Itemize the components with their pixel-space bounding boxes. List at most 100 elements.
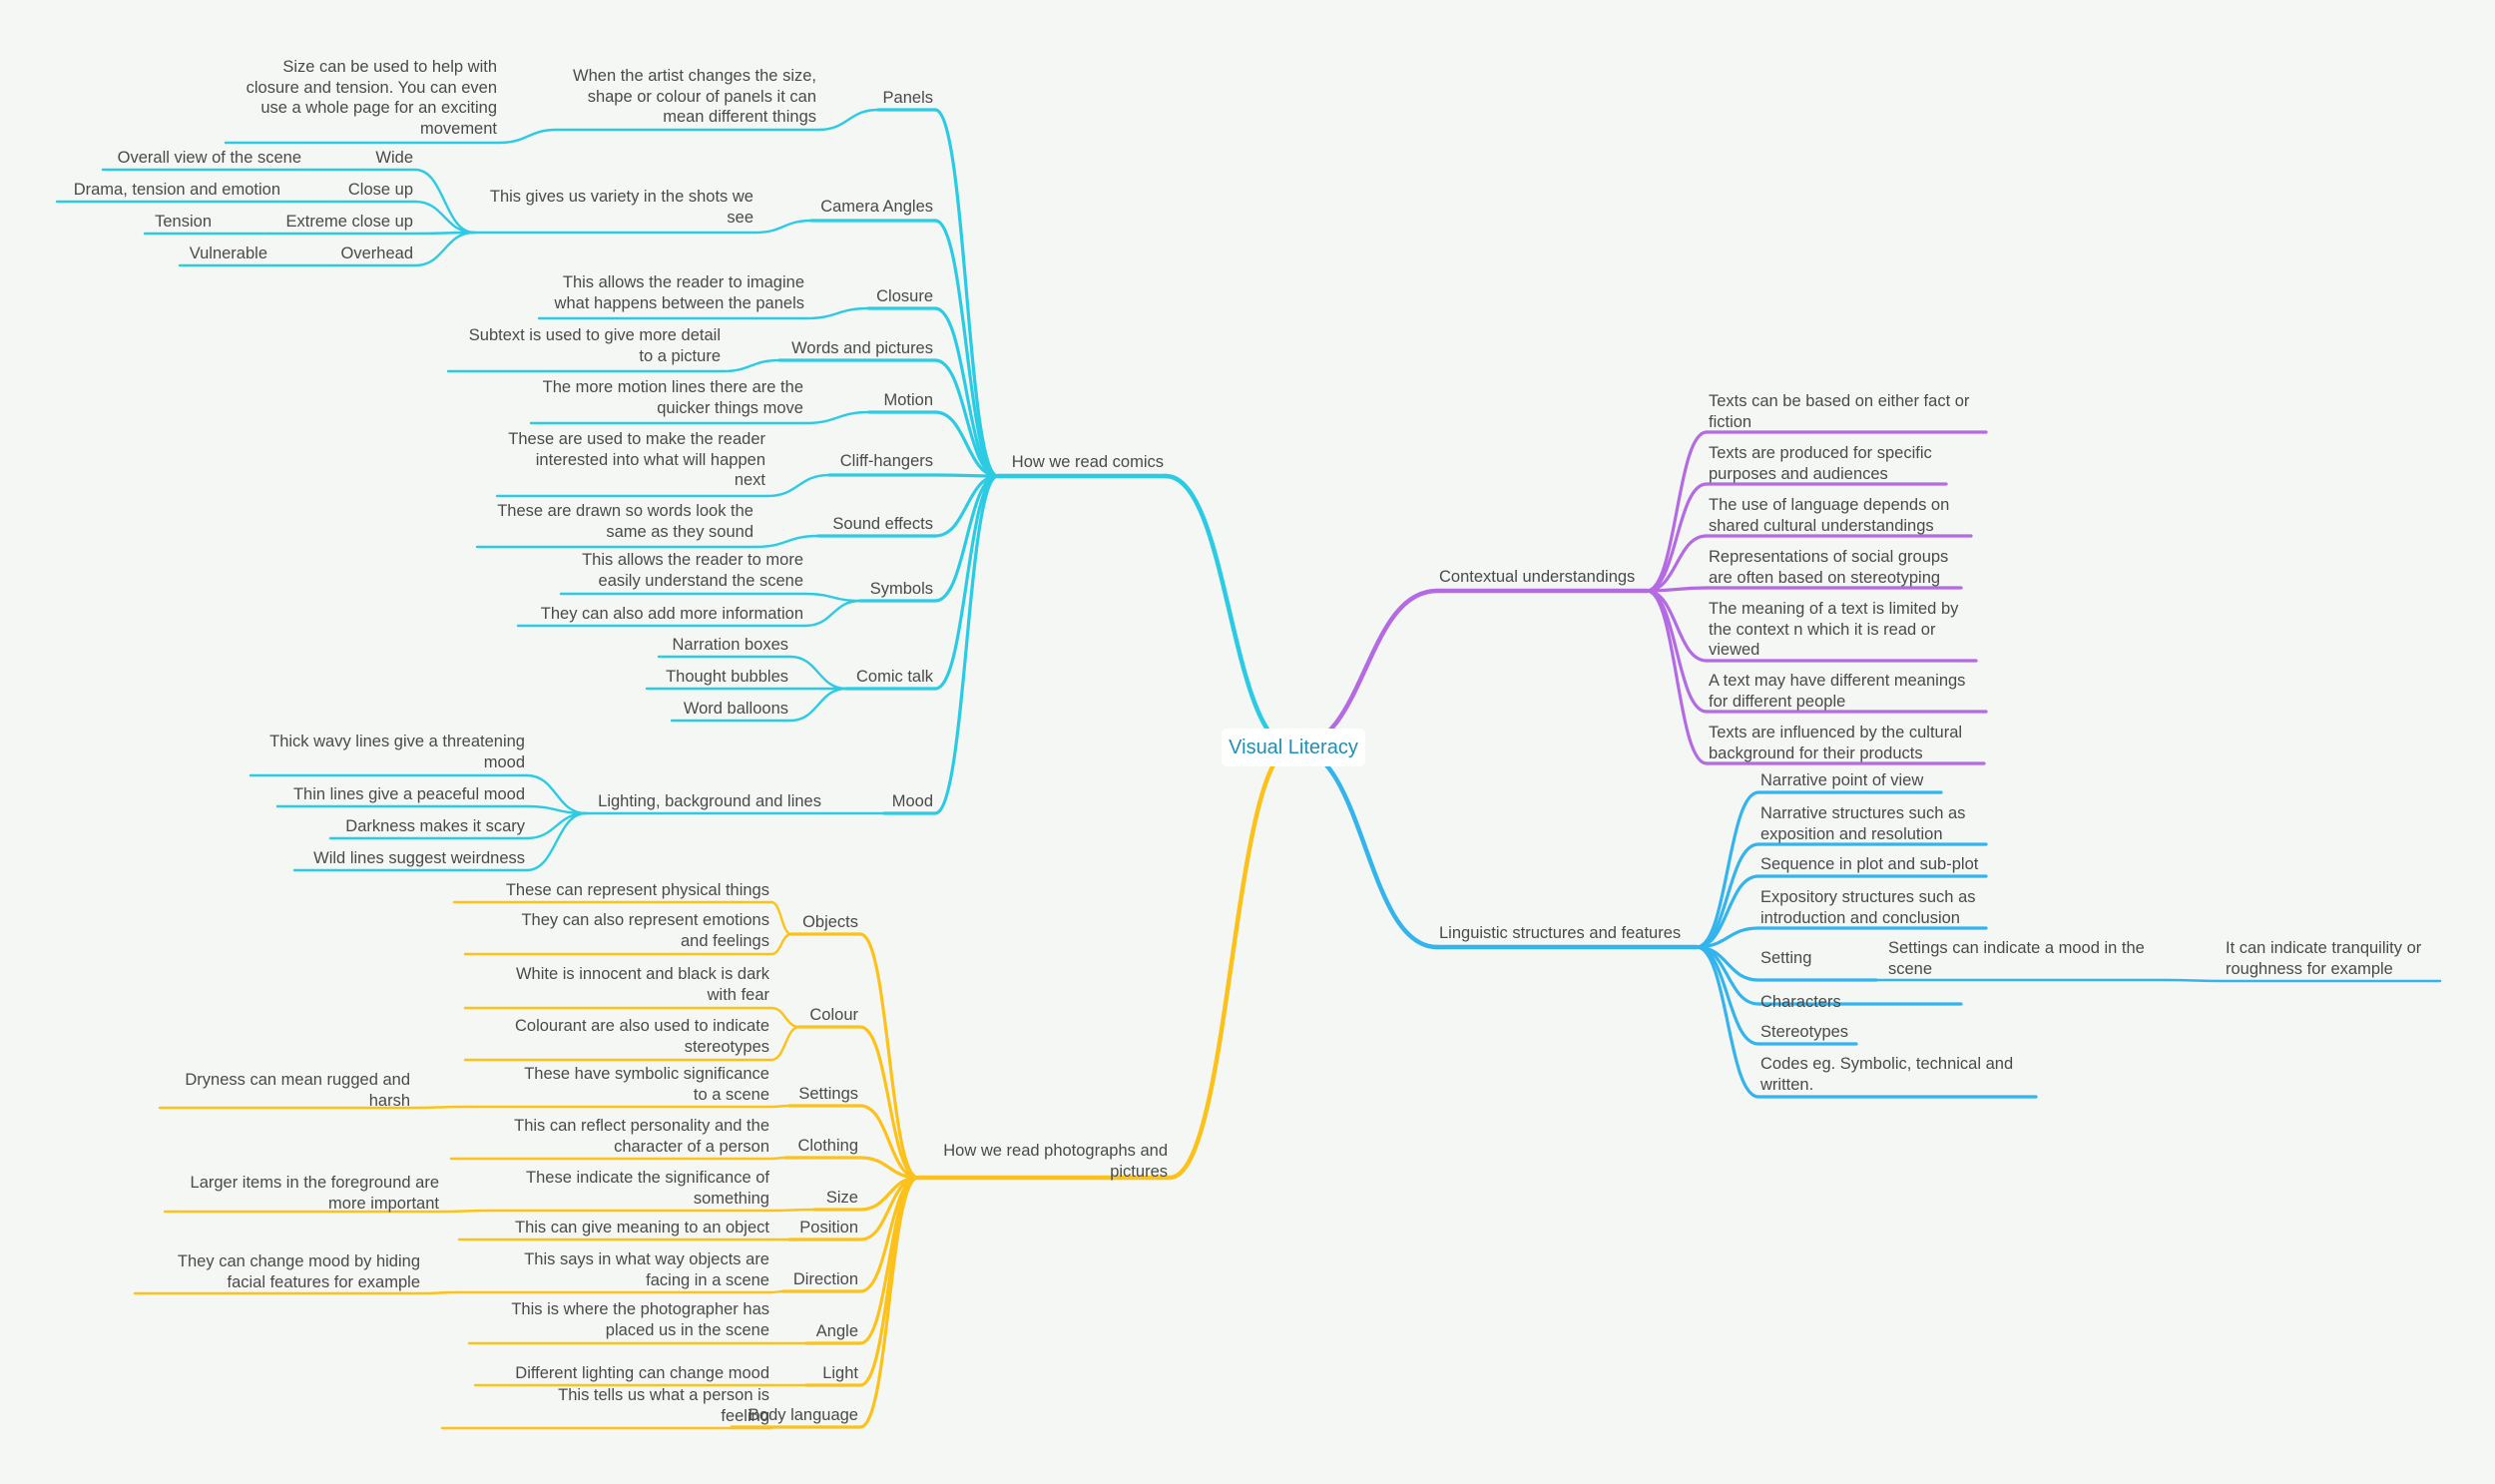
- topic-2-2[interactable]: The use of language depends on shared cu…: [1709, 496, 1950, 535]
- topic-0-1-0-2-0[interactable]: Tension: [155, 213, 212, 231]
- topic-0-1-0-3[interactable]: Overhead: [340, 245, 413, 262]
- topic-0-1-0-3-0[interactable]: Vulnerable: [189, 245, 267, 262]
- topic-2-3[interactable]: Representations of social groups are oft…: [1709, 548, 1949, 587]
- topic-0-4[interactable]: Motion: [883, 391, 933, 409]
- topic-0-0-0-0[interactable]: Size can be used to help with closure an…: [246, 58, 497, 138]
- topic-1-6-0-0[interactable]: They can change mood by hiding facial fe…: [177, 1252, 420, 1291]
- topic-1-4[interactable]: Size: [825, 1189, 858, 1207]
- topic-1-5[interactable]: Position: [799, 1219, 858, 1237]
- topic-0-8-2[interactable]: Word balloons: [683, 700, 788, 718]
- connector-0-7-1: [803, 599, 862, 628]
- connector-0-3-0: [721, 358, 781, 373]
- connector-0-0: [933, 108, 1000, 478]
- topic-0-1-0-1-0[interactable]: Drama, tension and emotion: [73, 181, 280, 199]
- topic-0-2-0[interactable]: This allows the reader to imagine what h…: [554, 273, 804, 312]
- topic-0-6[interactable]: Sound effects: [832, 515, 933, 533]
- topic-1-8[interactable]: Light: [822, 1364, 858, 1382]
- connector-0-1-0-3: [413, 231, 476, 267]
- topic-1-8-0[interactable]: Different lighting can change mood: [515, 1364, 769, 1382]
- topic-1-1-1[interactable]: Colourant are also used to indicate ster…: [515, 1017, 769, 1056]
- topic-3-5[interactable]: Characters: [1760, 993, 1841, 1011]
- topic-1-1-0[interactable]: White is innocent and black is dark with…: [515, 965, 769, 1004]
- topic-0-9-0-2[interactable]: Darkness makes it scary: [345, 817, 525, 835]
- topic-3-4[interactable]: Setting: [1760, 949, 1812, 967]
- topic-3-6[interactable]: Stereotypes: [1760, 1023, 1849, 1041]
- connector-1-9: [858, 1176, 920, 1429]
- topic-1[interactable]: How we read photographs and pictures: [943, 1142, 1168, 1181]
- topic-3-7[interactable]: Codes eg. Symbolic, technical and writte…: [1760, 1055, 2014, 1094]
- topic-1-2[interactable]: Settings: [798, 1085, 858, 1103]
- topic-3-2[interactable]: Sequence in plot and sub-plot: [1760, 855, 1979, 873]
- connector-1-4-0: [769, 1208, 816, 1213]
- topic-0-8-0[interactable]: Narration boxes: [672, 636, 788, 654]
- topic-1-2-0-0[interactable]: Dryness can mean rugged and harsh: [185, 1071, 410, 1110]
- topic-0-9-0-0[interactable]: Thick wavy lines give a threatening mood: [269, 733, 525, 771]
- topic-0-6-0[interactable]: These are drawn so words look the same a…: [497, 502, 753, 541]
- connector-1-6-0: [769, 1289, 785, 1294]
- topic-0-0[interactable]: Panels: [882, 89, 933, 107]
- connector-3: [1290, 744, 1440, 950]
- topic-1-6-0[interactable]: This says in what way objects are facing…: [524, 1250, 769, 1289]
- topic-3-1[interactable]: Narrative structures such as exposition …: [1760, 804, 1966, 843]
- topic-0-1-0-0-0[interactable]: Overall view of the scene: [117, 149, 301, 167]
- topic-2-4[interactable]: The meaning of a text is limited by the …: [1709, 600, 1959, 659]
- connector-1-1-1: [769, 1025, 801, 1062]
- topic-0-3[interactable]: Words and pictures: [791, 339, 933, 357]
- connector-2-1: [1645, 482, 1709, 593]
- topic-1-5-0[interactable]: This can give meaning to an object: [515, 1219, 769, 1237]
- topic-0-5-0[interactable]: These are used to make the reader intere…: [508, 430, 765, 489]
- topic-0-8[interactable]: Comic talk: [855, 668, 933, 686]
- topic-3-4-0[interactable]: Settings can indicate a mood in the scen…: [1888, 939, 2145, 978]
- connector-0-8: [933, 474, 1000, 691]
- topic-0-1-0-0[interactable]: Wide: [375, 149, 413, 167]
- topic-3-4-0-0[interactable]: It can indicate tranquility or roughness…: [2226, 939, 2422, 978]
- topic-1-6[interactable]: Direction: [792, 1270, 858, 1288]
- topic-3-3[interactable]: Expository structures such as introducti…: [1760, 888, 1976, 927]
- central-topic[interactable]: Visual Literacy: [1222, 729, 1365, 766]
- topic-0-1-0-1[interactable]: Close up: [347, 181, 413, 199]
- topic-0-5[interactable]: Cliff-hangers: [839, 452, 933, 470]
- topic-3[interactable]: Linguistic structures and features: [1439, 924, 1682, 942]
- topic-1-7[interactable]: Angle: [815, 1322, 858, 1340]
- topic-1-0-1[interactable]: They can also represent emotions and fee…: [521, 911, 769, 950]
- topic-0-4-0[interactable]: The more motion lines there are the quic…: [542, 378, 803, 417]
- topic-1-9-0[interactable]: This tells us what a person is feeling: [558, 1386, 769, 1425]
- topic-0-1-0[interactable]: This gives us variety in the shots we se…: [489, 188, 753, 227]
- topic-2[interactable]: Contextual understandings: [1439, 568, 1636, 586]
- connector-3-2: [1695, 874, 1760, 949]
- topic-1-3-0[interactable]: This can reflect personality and the cha…: [514, 1117, 769, 1156]
- connector-3-0: [1695, 790, 1760, 949]
- topic-0-1-0-2[interactable]: Extreme close up: [285, 213, 413, 231]
- topic-1-1[interactable]: Colour: [809, 1006, 858, 1024]
- connector-1-0: [858, 932, 920, 1180]
- topic-0-8-1[interactable]: Thought bubbles: [666, 668, 788, 686]
- topic-0-7-0[interactable]: This allows the reader to more easily un…: [582, 551, 803, 590]
- connector-0-7-0: [803, 592, 862, 603]
- topic-3-0[interactable]: Narrative point of view: [1760, 771, 1924, 789]
- topic-0-9-0[interactable]: Lighting, background and lines: [598, 792, 821, 810]
- topic-1-2-0[interactable]: These have symbolic significance to a sc…: [524, 1065, 769, 1104]
- topic-0-0-0[interactable]: When the artist changes the size, shape …: [573, 67, 816, 126]
- connector-0-4-0: [803, 410, 871, 425]
- topic-2-0[interactable]: Texts can be based on either fact or fic…: [1709, 392, 1970, 431]
- topic-1-0[interactable]: Objects: [802, 913, 858, 931]
- topic-0-9-0-3[interactable]: Wild lines suggest weirdness: [313, 849, 525, 867]
- topic-1-7-0[interactable]: This is where the photographer has place…: [511, 1300, 769, 1339]
- topic-0-1[interactable]: Camera Angles: [820, 198, 933, 216]
- topic-1-4-0-0[interactable]: Larger items in the foreground are more …: [190, 1174, 439, 1213]
- topic-0-9[interactable]: Mood: [891, 792, 933, 810]
- topic-1-0-0[interactable]: These can represent physical things: [505, 881, 769, 899]
- topic-0-7[interactable]: Symbols: [869, 580, 933, 598]
- topic-0[interactable]: How we read comics: [1011, 453, 1164, 471]
- topic-0-7-1[interactable]: They can also add more information: [540, 605, 803, 623]
- topic-2-1[interactable]: Texts are produced for specific purposes…: [1709, 444, 1932, 483]
- topic-1-3[interactable]: Clothing: [797, 1137, 858, 1155]
- connector-0-5-0: [765, 473, 831, 498]
- topic-0-2[interactable]: Closure: [876, 287, 933, 305]
- topic-0-3-0[interactable]: Subtext is used to give more detail to a…: [468, 326, 721, 365]
- topic-1-9[interactable]: Body language: [748, 1406, 858, 1424]
- topic-2-5[interactable]: A text may have different meanings for d…: [1709, 672, 1966, 711]
- topic-1-4-0[interactable]: These indicate the significance of somet…: [526, 1169, 769, 1208]
- topic-2-6[interactable]: Texts are influenced by the cultural bac…: [1709, 724, 1963, 762]
- topic-0-9-0-1[interactable]: Thin lines give a peaceful mood: [292, 785, 525, 803]
